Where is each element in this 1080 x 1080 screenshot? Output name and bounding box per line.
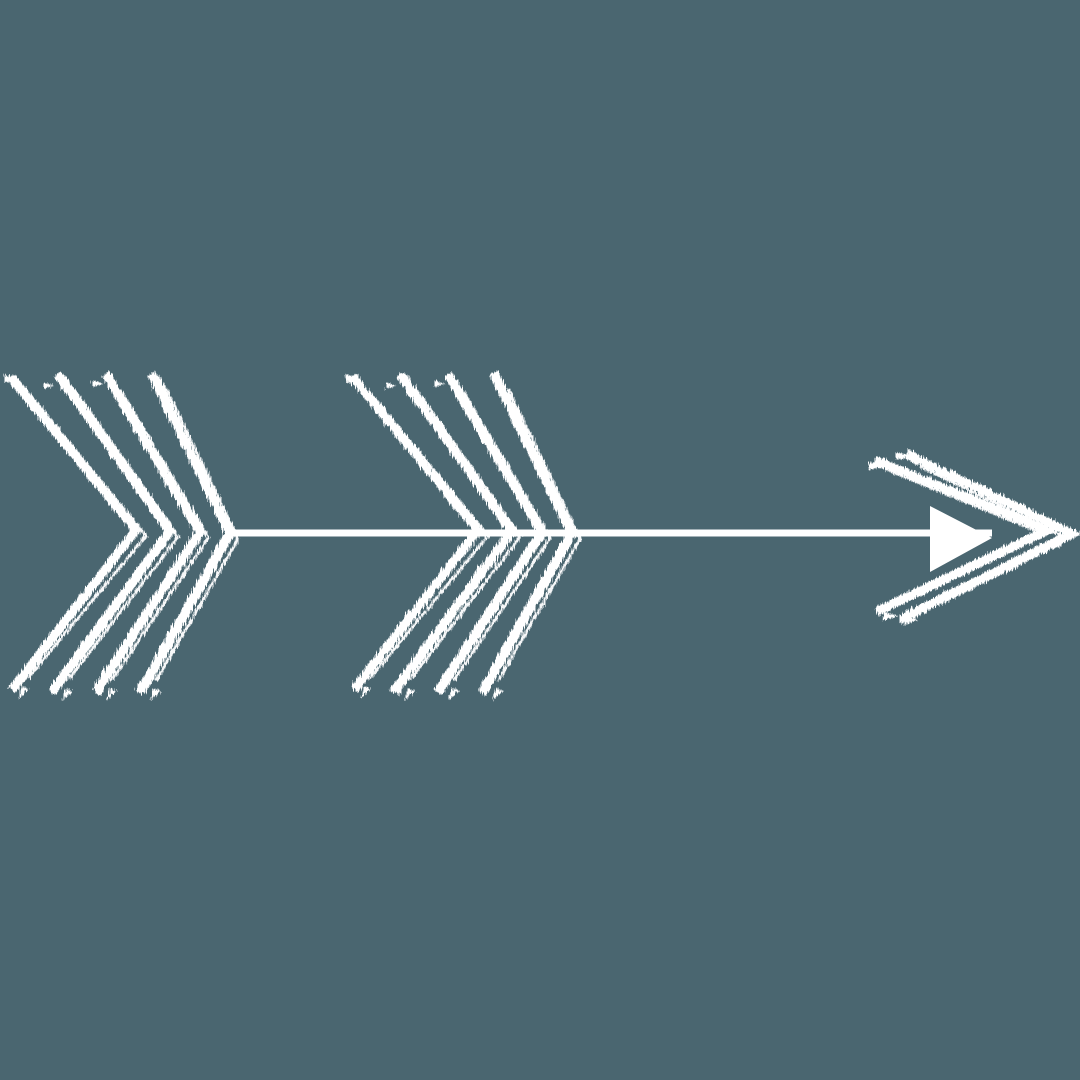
arrow-shaft bbox=[228, 529, 992, 537]
arrow-head-solid-triangle bbox=[930, 506, 992, 572]
arrow-head bbox=[868, 449, 1080, 625]
fletching-left bbox=[4, 370, 240, 701]
fletching-middle bbox=[346, 370, 582, 701]
arrow-head-flecks bbox=[868, 452, 918, 625]
fletching-middle-flecks bbox=[346, 374, 503, 701]
fletching-left-flecks bbox=[4, 374, 161, 701]
